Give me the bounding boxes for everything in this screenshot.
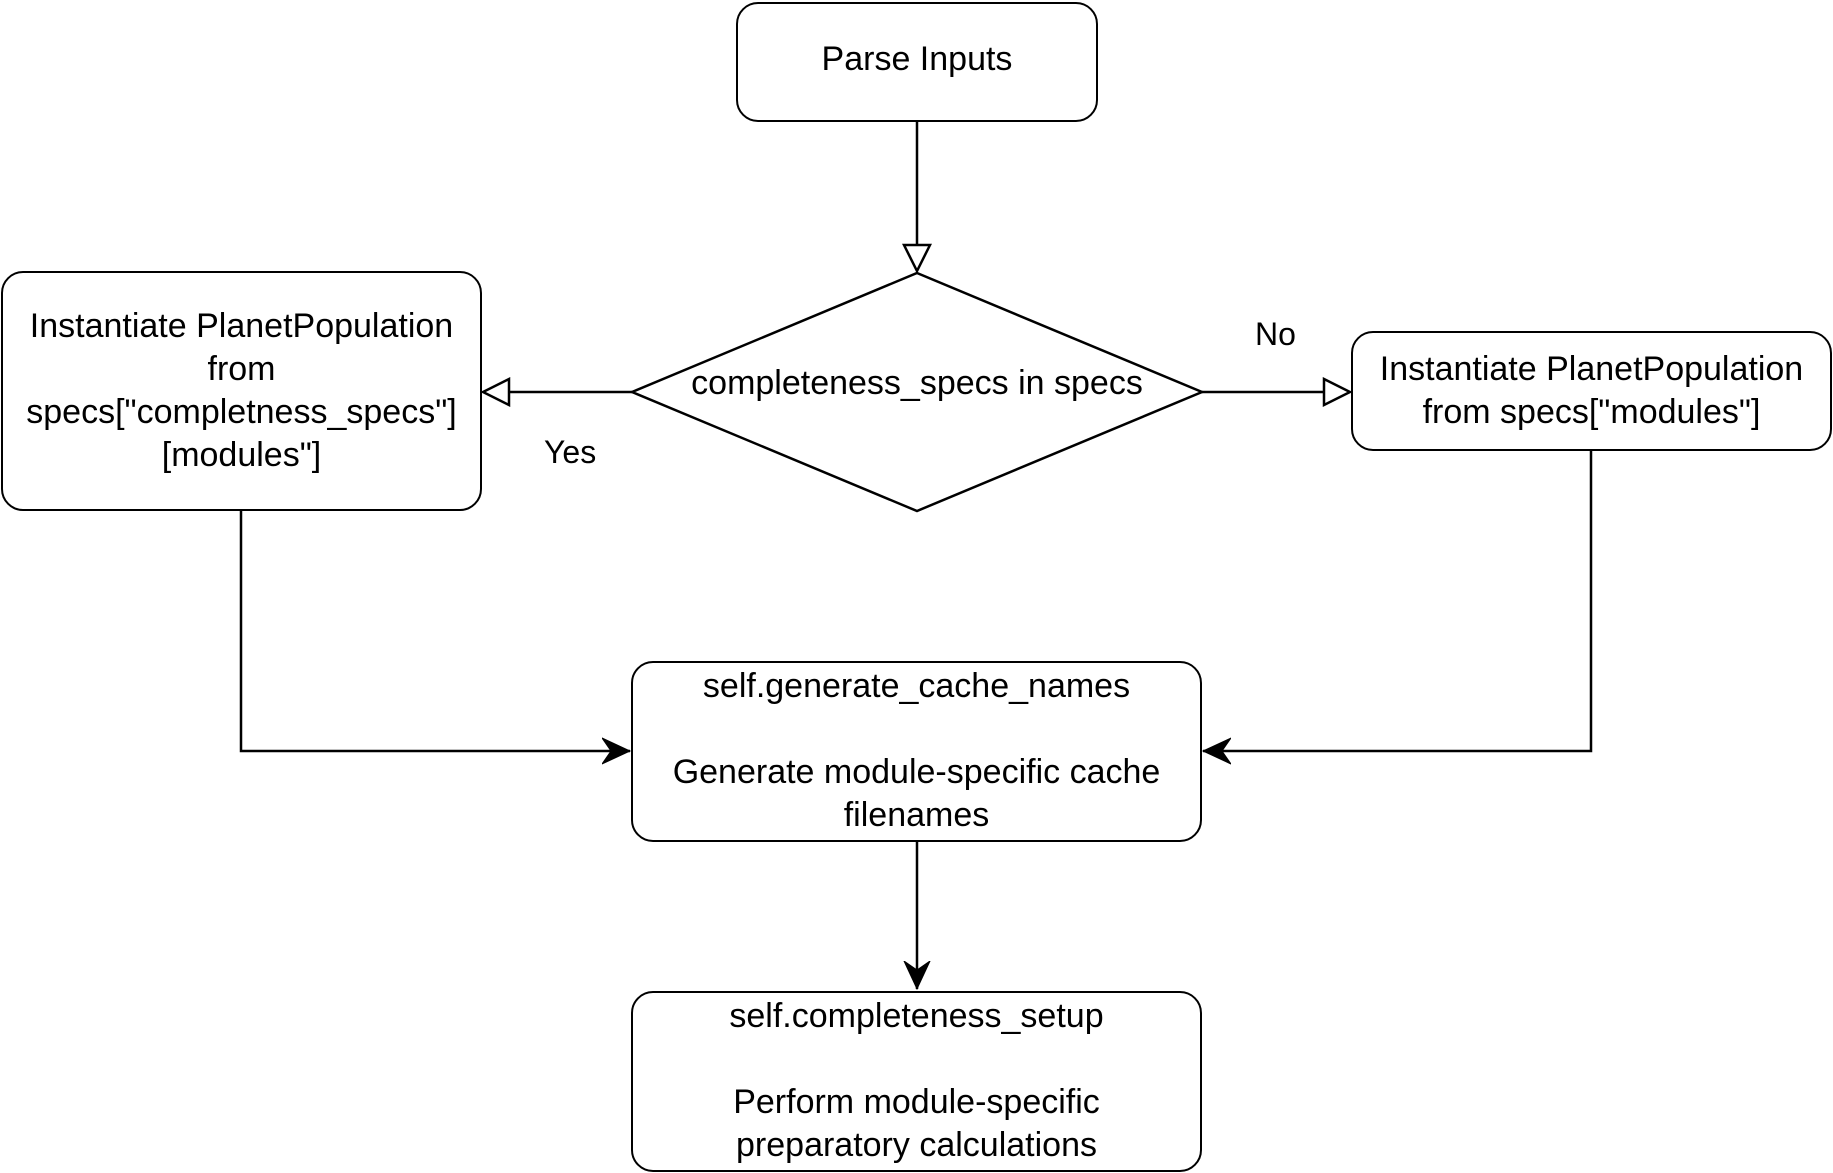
edge-left-to-cache: [239, 511, 630, 751]
generate-cache-names-node: [631, 661, 1202, 842]
yes-label: Yes: [544, 434, 597, 470]
generate-cache-names-text: self.generate_cache_names Generate modul…: [672, 667, 1161, 834]
completeness-setup-text: self.completeness_setup Perform module-s…: [729, 997, 1104, 1164]
parse-inputs-node: [736, 2, 1098, 122]
no-label: No: [1255, 316, 1296, 352]
instantiate-from-modules-node: [1351, 331, 1832, 451]
edge-right-to-cache: [1203, 450, 1593, 751]
instantiate-from-completeness-specs-text: Instantiate PlanetPopulation from specs[…: [26, 307, 457, 474]
decision-diamond: [628, 271, 1206, 513]
instantiate-from-modules-text: Instantiate PlanetPopulation from specs[…: [1379, 350, 1804, 431]
parse-inputs-text: Parse Inputs: [821, 40, 1013, 78]
instantiate-from-completeness-specs-node: [1, 271, 482, 511]
decision-text: completeness_specs in specs: [691, 364, 1143, 402]
completeness-setup-node: [631, 991, 1202, 1172]
